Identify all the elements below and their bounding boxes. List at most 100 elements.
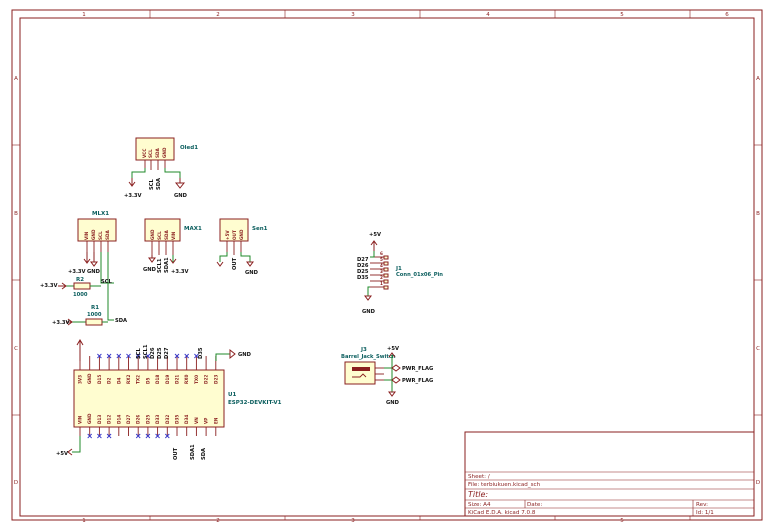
net-label: SCL1 (157, 258, 163, 273)
u1-pin-label: D21 (175, 375, 180, 384)
net-label: D26 (150, 347, 156, 359)
net-label: GND (174, 193, 188, 199)
u1-pin-label: GND (87, 373, 92, 384)
size-label: Size: A4 (468, 502, 491, 508)
resistor-r1[interactable]: R1 1000 (72, 305, 108, 326)
pwr-flag-symbol: PWR_FLAG (391, 376, 433, 384)
net-label: D27 (164, 347, 170, 359)
u1-pin-label: D2 (107, 378, 112, 384)
row-label: C (14, 346, 18, 352)
column-label-bottom: 3 (351, 518, 355, 524)
id-label: Id: 1/1 (696, 510, 714, 516)
column-label-bottom: 1 (82, 518, 86, 524)
u1-pin-label: D23 (213, 375, 218, 384)
sen-ref: Sen1 (252, 226, 268, 232)
u1-pin-label: TX0 (194, 375, 199, 384)
net-label: D35 (357, 275, 369, 281)
j1-pin-number: 1 (380, 281, 383, 286)
net-label: SCL1 (143, 344, 149, 359)
net-label: +3.3V (171, 269, 189, 275)
net-label: SDA (156, 178, 162, 190)
mlx-sensor-module[interactable]: MLX1 VIN GND SCL SDA (77, 211, 117, 252)
no-connect-marker (174, 353, 180, 359)
u1-pin-label: TX2 (136, 375, 141, 384)
net-label: SDA1 (164, 257, 170, 273)
mlx-pin-label: GND (91, 229, 96, 240)
mlx-ref: MLX1 (92, 211, 109, 217)
connector-j1[interactable]: J1 Conn_01x06_Pin 6 5 4 3 2 1 (370, 251, 443, 290)
tool-label: KiCad E.D.A. kicad 7.0.8 (468, 510, 536, 516)
no-connect-marker (106, 433, 112, 439)
u1-pin-label: D13 (97, 415, 102, 424)
date-label: Date: (527, 502, 542, 508)
net-label: SDA (115, 318, 127, 324)
column-label: 5 (620, 12, 624, 18)
power-5v-symbol: +5V (56, 448, 73, 457)
sen-pin-label: OUT (232, 230, 237, 240)
u1-pin-label: D33 (155, 415, 160, 424)
j1-pin-number: 6 (380, 251, 383, 256)
resistor-r2[interactable]: R2 1000 (66, 277, 101, 298)
u1-ref: U1 (228, 392, 236, 398)
r1-ref: R1 (91, 305, 99, 311)
net-label: D25 (357, 269, 369, 275)
row-label-right: B (756, 211, 760, 217)
no-connect-marker (97, 433, 102, 439)
sen-pin-label: +5V (225, 230, 230, 240)
u1-pin-label: D19 (165, 375, 170, 384)
rev-label: Rev: (696, 502, 708, 508)
power-3v3-symbol: +3.3V (124, 178, 142, 199)
no-connect-marker (145, 353, 151, 359)
u1-pin-label: D5 (145, 378, 150, 384)
sheet-frame: 1 2 3 4 5 6 1 2 3 5 A B C D A B C D (11, 9, 763, 524)
oled-ref: Oled1 (180, 145, 198, 151)
no-connect-marker (126, 353, 131, 359)
u1-pin-label: D22 (204, 375, 209, 384)
u1-pin-label: VIN (78, 415, 83, 424)
u1-pin-label: D14 (116, 415, 121, 424)
power-3v3-symbol: +3.3V (169, 255, 189, 275)
net-label: PWR_FLAG (402, 366, 433, 372)
power-3v3-symbol (76, 339, 84, 361)
net-label: +5V (56, 451, 68, 457)
max-pin-label: SCL (157, 231, 162, 240)
no-connect-marker (135, 353, 141, 359)
net-label: GND (143, 267, 157, 273)
u1-pin-label: D27 (126, 415, 131, 424)
file-label: File: terbiukuen.kicad_sch (468, 482, 541, 488)
gnd-symbol: GND (245, 261, 259, 276)
column-label: 4 (486, 12, 490, 18)
net-label: GND (238, 352, 252, 358)
net-label: OUT (232, 257, 238, 270)
j1-pin-number: 4 (380, 263, 383, 268)
u1-value: ESP32-DEVKIT-V1 (228, 400, 282, 406)
net-label: OUT (173, 447, 179, 460)
esp32-module-u1[interactable]: U1 ESP32-DEVKIT-V1 (73, 369, 282, 428)
no-connect-marker (106, 353, 112, 359)
sen-sensor-module[interactable]: Sen1 +5V OUT GND (219, 218, 268, 255)
power-3v3-symbol: +3.3V (68, 252, 91, 275)
power-3v3-symbol: +3.3V (52, 318, 73, 326)
gnd-symbol: GND (87, 252, 101, 275)
power-5v-symbol (216, 261, 224, 267)
oled-pin-label: VCC (142, 149, 147, 158)
j1-pin-number: 5 (380, 257, 383, 262)
u1-pin-label: D35 (175, 415, 180, 424)
u1-pin-label: D12 (107, 415, 112, 424)
net-label: GND (362, 309, 376, 315)
gnd-symbol: GND (229, 348, 252, 360)
net-label: +3.3V (124, 193, 142, 199)
no-connect-marker (116, 353, 122, 359)
barrel-jack-j3[interactable]: J3 Barrel_Jack_Switch (341, 347, 396, 385)
net-label: GND (386, 400, 400, 406)
oled-module[interactable]: VCC SCL SDA GND Oled1 (135, 137, 198, 170)
sen-pin-label: GND (239, 229, 244, 240)
max-sensor-module[interactable]: MAX1 GND SCL SDA VIN (144, 218, 202, 255)
no-connect-marker (194, 353, 199, 359)
u1-pin-label: RX2 (126, 375, 131, 384)
column-label: 3 (351, 12, 355, 18)
j1-ref: J1 (395, 266, 402, 272)
